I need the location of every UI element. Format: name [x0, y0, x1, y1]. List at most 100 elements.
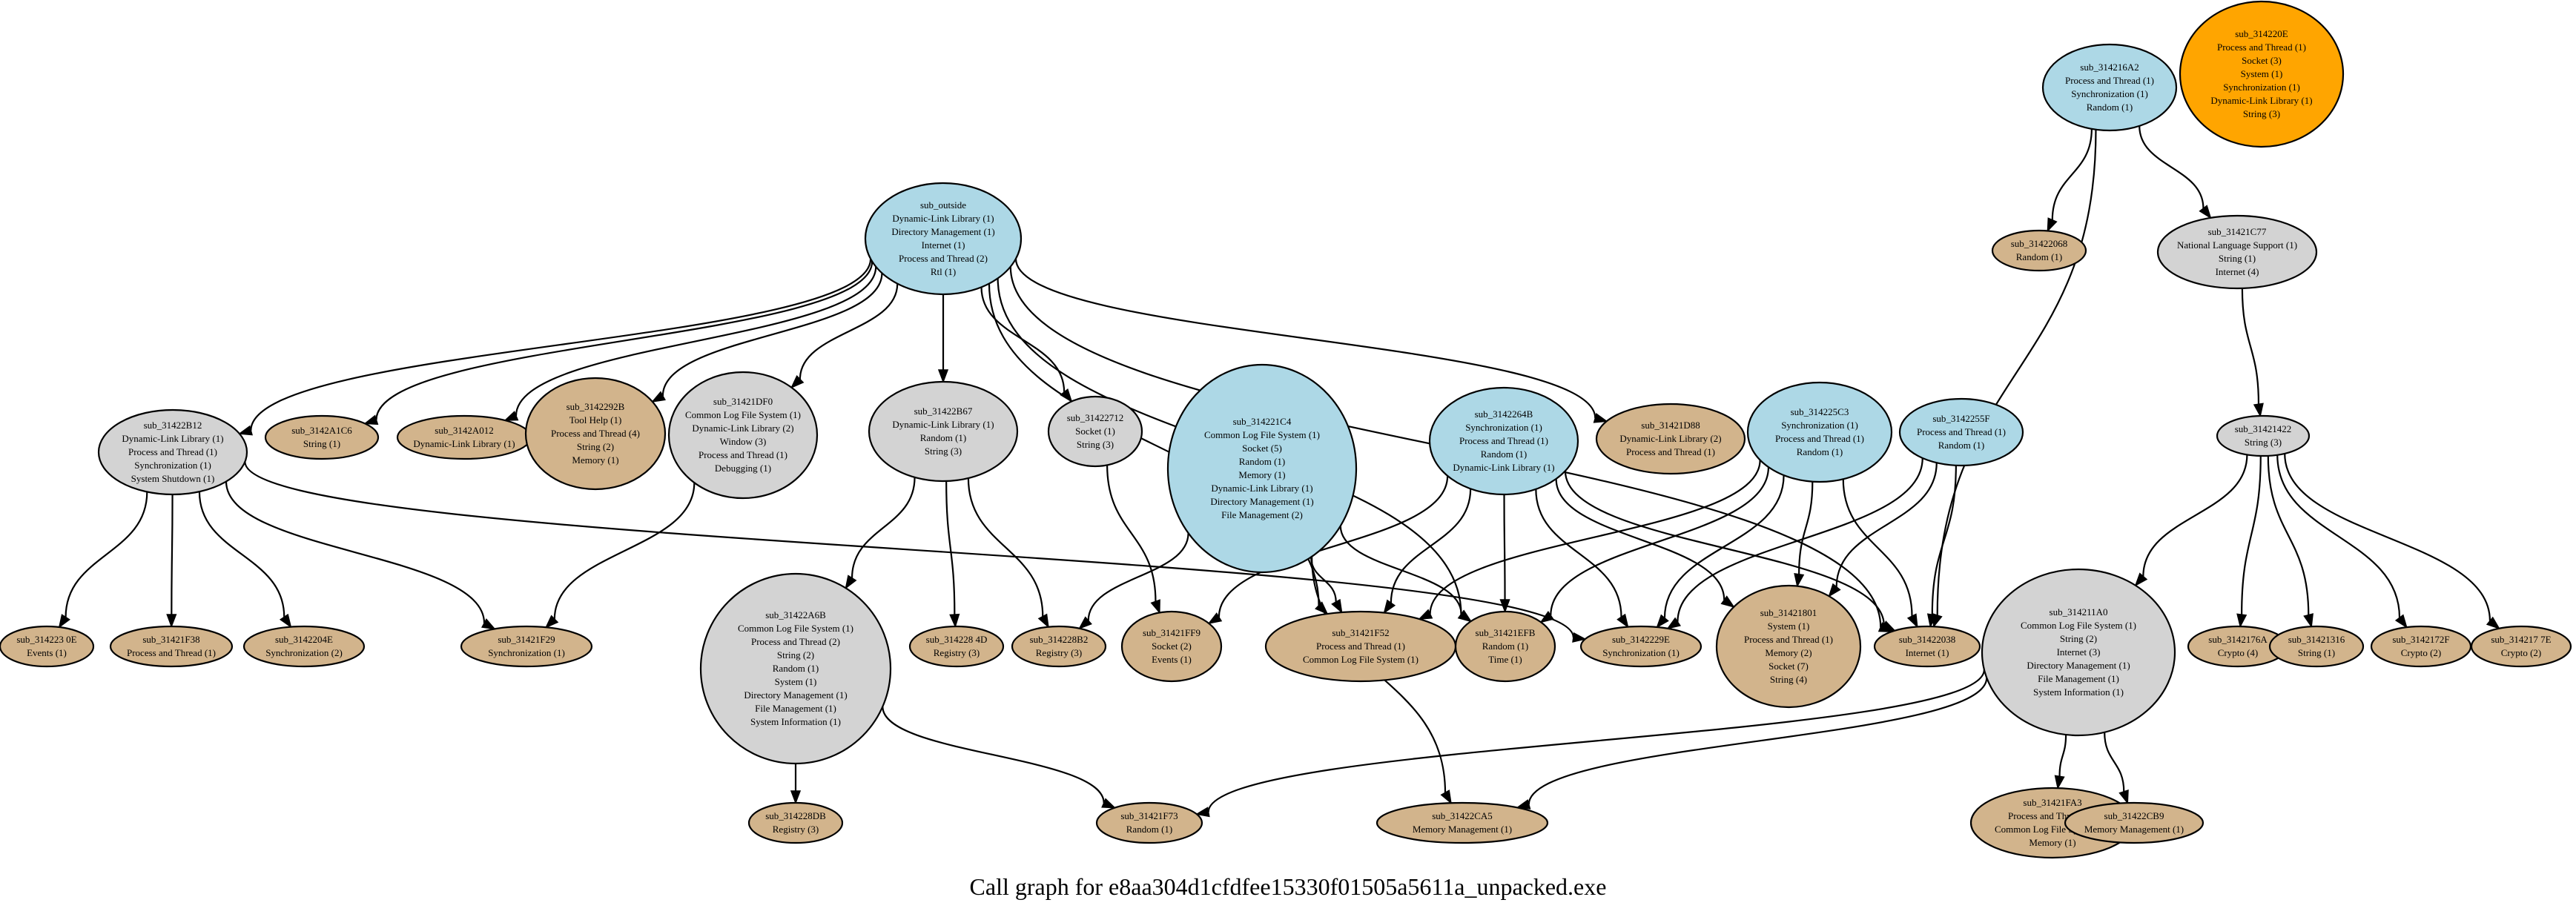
- graph-caption: Call graph for e8aa304d1cfdfee15330f0150…: [969, 873, 1607, 900]
- node-api-category: File Management (1): [755, 703, 836, 714]
- node-function-name: sub_31422712: [1067, 412, 1124, 423]
- node-api-category: Random (1): [2087, 102, 2133, 113]
- node-api-category: Dynamic-Link Library (1): [1211, 483, 1312, 494]
- node-ellipse: [1595, 403, 1746, 475]
- node-api-category: Synchronization (1): [1781, 420, 1858, 431]
- node-ellipse: [1981, 568, 2176, 737]
- node-api-category: Process and Thread (1): [1626, 446, 1715, 457]
- node-function-name: sub_314216A2: [2080, 62, 2139, 73]
- node-api-category: Synchronization (1): [1465, 422, 1542, 433]
- node-api-category: Crypto (4): [2218, 647, 2259, 658]
- node-api-category: Dynamic-Link Library (2): [692, 423, 793, 434]
- node-ellipse: [1375, 801, 1549, 844]
- node-ellipse: [1746, 381, 1893, 483]
- node-api-category: Synchronization (1): [2223, 82, 2300, 93]
- node-api-category: Crypto (2): [2401, 647, 2442, 658]
- node-api-category: Random (1): [1481, 448, 1527, 460]
- node-ellipse: [0, 625, 95, 668]
- node-function-name: sub_3142264B: [1475, 408, 1533, 420]
- node-function-name: sub_3142204E: [275, 634, 333, 645]
- node-api-category: String (2): [777, 649, 814, 661]
- node-function-name: sub_3142255F: [1932, 413, 1989, 424]
- node-api-category: Internet (1): [922, 239, 965, 251]
- node-function-name: sub_3142176A: [2208, 634, 2268, 645]
- node-api-category: Debugging (1): [715, 463, 771, 474]
- node-ellipse: [2470, 625, 2572, 668]
- node-function-name: sub_314223 0E: [16, 634, 76, 645]
- node-function-name: sub_31422038: [1899, 634, 1956, 645]
- node-api-category: String (1): [303, 438, 340, 449]
- node-function-name: sub_314228 4D: [926, 634, 988, 645]
- node-api-category: String (3): [2245, 437, 2282, 448]
- node-ellipse: [109, 625, 234, 668]
- node-api-category: Random (1): [1126, 824, 1172, 835]
- call-edge: [1539, 467, 1770, 623]
- call-edge: [2047, 128, 2093, 233]
- call-edge: [2276, 454, 2408, 629]
- node-api-category: Rtl (1): [931, 266, 956, 277]
- call-edge: [2134, 454, 2248, 587]
- node-ellipse: [1428, 386, 1579, 496]
- call-edge: [945, 480, 960, 629]
- node-api-category: Random (1): [2016, 251, 2062, 262]
- call-edge: [2284, 453, 2500, 630]
- call-edge: [1666, 457, 1923, 630]
- call-edge: [544, 483, 696, 629]
- node-api-category: Directory Management (1): [891, 226, 994, 237]
- node-function-name: sub_31421F38: [142, 634, 199, 645]
- call-edge: [1842, 479, 1918, 629]
- node-api-category: Common Log File System (1): [738, 623, 853, 634]
- call-edge: [1310, 557, 1343, 614]
- node-api-category: Process and Thread (1): [2217, 42, 2306, 53]
- call-edge: [2241, 288, 2264, 418]
- node-api-category: Dynamic-Link Library (2): [1619, 433, 1721, 444]
- call-edge: [1926, 465, 1957, 629]
- call-edge: [1564, 471, 1897, 632]
- call-edge: [1383, 489, 1472, 615]
- node-api-category: Process and Thread (4): [551, 428, 640, 439]
- edge-layer: [58, 125, 2500, 818]
- node-api-category: Dynamic-Link Library (1): [413, 438, 515, 449]
- node-ellipse: [1991, 229, 2087, 272]
- node-ellipse: [1047, 395, 1143, 468]
- node-api-category: Process and Thread (1): [1316, 640, 1405, 652]
- node-api-category: Time (1): [1488, 654, 1522, 665]
- node-function-name: sub_outside: [920, 199, 966, 211]
- node-ellipse: [1454, 610, 1556, 683]
- call-edge: [237, 259, 872, 436]
- node-function-name: sub_314211A0: [2050, 606, 2108, 618]
- call-edge: [166, 494, 177, 629]
- call-edge: [2139, 125, 2212, 219]
- call-edge: [1195, 669, 1985, 818]
- node-api-category: System Information (1): [750, 716, 841, 727]
- node-api-category: Memory (1): [1238, 469, 1285, 480]
- node-ellipse: [396, 414, 532, 460]
- node-ellipse: [1095, 801, 1203, 844]
- call-edge: [1078, 533, 1189, 630]
- node-function-name: sub_31421C77: [2208, 226, 2267, 237]
- node-api-category: Dynamic-Link Library (1): [892, 213, 994, 224]
- node-api-category: Socket (5): [1242, 443, 1282, 454]
- call-edge: [1555, 478, 1735, 609]
- node-ellipse: [2370, 625, 2472, 668]
- node-api-category: National Language Support (1): [2177, 239, 2297, 251]
- node-api-category: Synchronization (1): [2071, 88, 2148, 99]
- node-api-category: Crypto (2): [2501, 647, 2542, 658]
- node-function-name: sub_31422068: [2011, 238, 2068, 249]
- call-edge: [58, 491, 148, 629]
- node-api-category: Process and Thread (1): [128, 446, 217, 457]
- node-ellipse: [460, 625, 593, 668]
- node-ellipse: [2179, 0, 2345, 148]
- node-function-name: sub_314221C4: [1233, 416, 1292, 427]
